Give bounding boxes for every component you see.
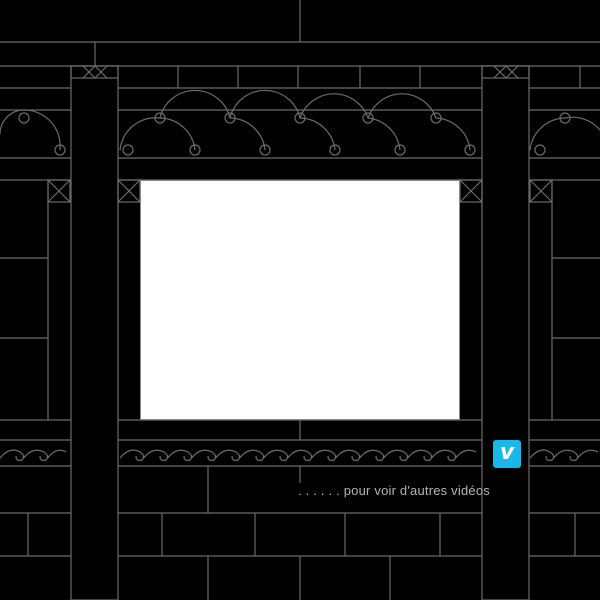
video-player-area[interactable] (140, 180, 460, 420)
vimeo-logo-button[interactable]: v (493, 440, 521, 468)
vimeo-logo-icon: v (499, 440, 515, 465)
more-videos-link[interactable]: . . . . . . pour voir d'autres vidéos (298, 483, 490, 498)
